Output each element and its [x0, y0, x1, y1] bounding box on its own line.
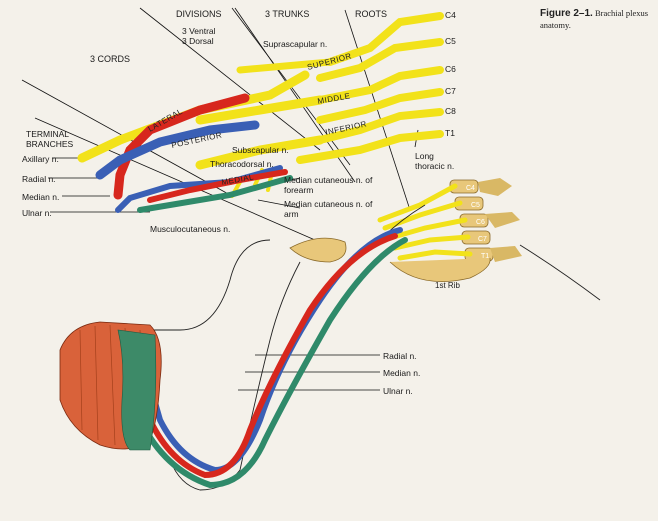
clavicle [289, 237, 347, 263]
divisions-header: DIVISIONS [176, 9, 222, 19]
median-label: Median n. [22, 192, 60, 202]
median-cut-arm-label: Median cutaneous n. of arm [284, 199, 373, 219]
arm-ulnar-label: Ulnar n. [383, 386, 413, 396]
vertebra-t1: T1 [481, 253, 489, 260]
root-c5: C5 [445, 36, 456, 46]
vertebra-c4: C4 [466, 185, 475, 192]
subscapular-label: Subscapular n. [232, 145, 289, 155]
figure-caption: Figure 2–1. Brachial plexus anatomy. [540, 8, 652, 30]
suprascapular-label: Suprascapular n. [263, 39, 328, 49]
arm-radial-label: Radial n. [383, 351, 417, 361]
root-c4: C4 [445, 10, 456, 20]
radial-label: Radial n. [22, 174, 56, 184]
musculocutaneous-label: Musculocutaneous n. [150, 224, 231, 234]
spine [389, 178, 522, 282]
figure-caption-text: Brachial plexus anatomy. [540, 8, 649, 30]
long-thoracic-label: Long thoracic n. [415, 151, 455, 171]
arm-median-label: Median n. [383, 368, 421, 378]
terminal-branches-header: TERMINAL BRANCHES [26, 129, 74, 149]
lower-roots [377, 183, 473, 261]
vertebra-c7: C7 [478, 236, 487, 243]
arm-nerves [115, 227, 408, 489]
thoracodorsal-label: Thoracodorsal n. [210, 159, 274, 169]
axillary-label: Axillary n. [22, 154, 59, 164]
dorsal-label: 3 Dorsal [182, 36, 214, 46]
root-c8: C8 [445, 106, 456, 116]
vertebra-c5: C5 [471, 202, 480, 209]
root-c6: C6 [445, 64, 456, 74]
vertebra-c6: C6 [476, 219, 485, 226]
roots-header: ROOTS [355, 9, 388, 19]
root-c7: C7 [445, 86, 456, 96]
cords-header: 3 CORDS [90, 54, 131, 64]
median-cut-forearm-label: Median cutaneous n. of forearm [284, 175, 373, 195]
figure-number: Figure 2–1. [540, 8, 593, 19]
rib-label: 1st Rib [435, 281, 460, 290]
trunks-header: 3 TRUNKS [265, 9, 310, 19]
cords [95, 93, 293, 213]
ulnar-label: Ulnar n. [22, 208, 52, 218]
ventral-label: 3 Ventral [182, 26, 216, 36]
hand [59, 321, 162, 451]
root-t1: T1 [445, 128, 455, 138]
